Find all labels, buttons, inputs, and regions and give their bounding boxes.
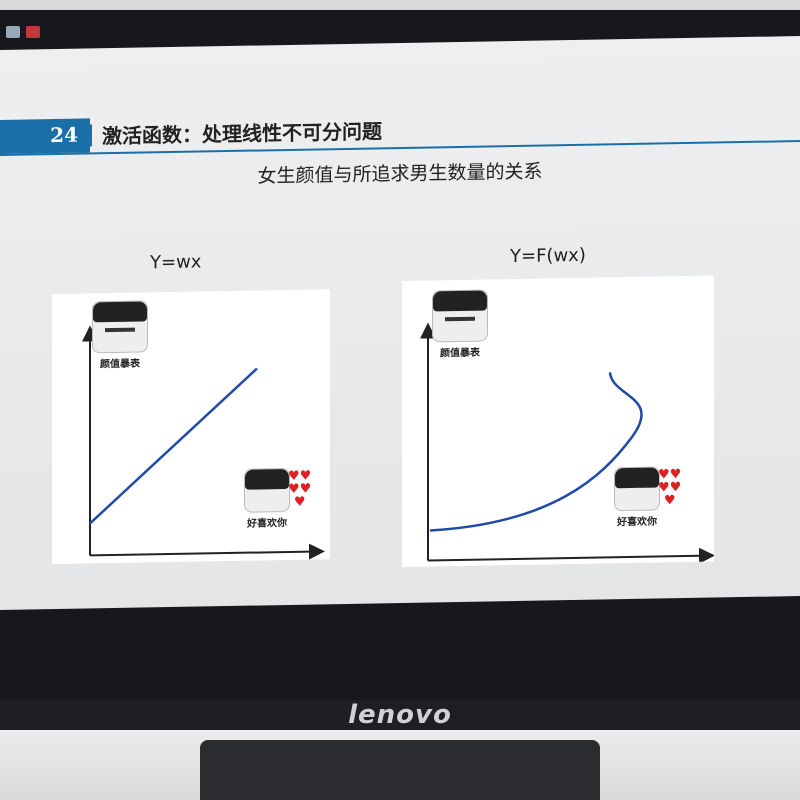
left-formula: Y=wx <box>150 251 202 274</box>
right-bottom-sticker: ♥♥♥♥♥ 好喜欢你 <box>614 466 681 529</box>
monitor-brand-logo: lenovo <box>348 700 452 730</box>
left-x-sticker-label: 好喜欢你 <box>247 517 287 530</box>
left-y-sticker-label: 颜值暴表 <box>100 358 140 371</box>
right-x-axis <box>428 547 715 564</box>
right-curve <box>429 372 643 532</box>
monitor-stand-base <box>200 740 600 800</box>
right-top-sticker: 颜值暴表 <box>432 289 488 359</box>
blushing-face-icon <box>244 467 290 513</box>
app-icon[interactable] <box>6 26 20 38</box>
hearts-icon: ♥♥♥♥♥ <box>658 467 682 509</box>
left-top-sticker: 颜值暴表 <box>92 300 148 370</box>
left-linear-line <box>89 367 258 525</box>
left-chart-panel: 颜值暴表 ♥♥♥♥♥ 好喜欢你 <box>52 289 330 565</box>
saluting-face-icon <box>432 289 488 343</box>
hearts-icon: ♥♥♥♥♥ <box>288 468 312 510</box>
left-x-axis <box>90 543 325 560</box>
blushing-face-icon <box>614 466 660 512</box>
right-y-sticker-label: 颜值暴表 <box>440 347 480 360</box>
slide-number-box: 24 <box>0 118 90 154</box>
slide-number: 24 <box>50 122 78 148</box>
left-bottom-sticker: ♥♥♥♥♥ 好喜欢你 <box>244 467 311 530</box>
saluting-face-icon <box>92 300 148 354</box>
slide-subtitle: 女生颜值与所追求男生数量的关系 <box>257 160 543 188</box>
slide-screen: 24 激活函数：处理线性不可分问题 女生颜值与所追求男生数量的关系 Y=wx 颜… <box>0 36 800 610</box>
app-icon[interactable] <box>26 26 40 38</box>
right-formula: Y=F(wx) <box>510 244 586 268</box>
taskbar-icons <box>6 26 40 38</box>
right-chart-svg <box>420 322 715 564</box>
slide-title: 激活函数：处理线性不可分问题 <box>102 119 382 149</box>
left-chart-svg <box>82 325 325 560</box>
header-accent-bar <box>88 124 92 147</box>
right-x-sticker-label: 好喜欢你 <box>617 516 657 529</box>
right-chart-panel: 颜值暴表 ♥♥♥♥♥ 好喜欢你 <box>402 275 715 567</box>
